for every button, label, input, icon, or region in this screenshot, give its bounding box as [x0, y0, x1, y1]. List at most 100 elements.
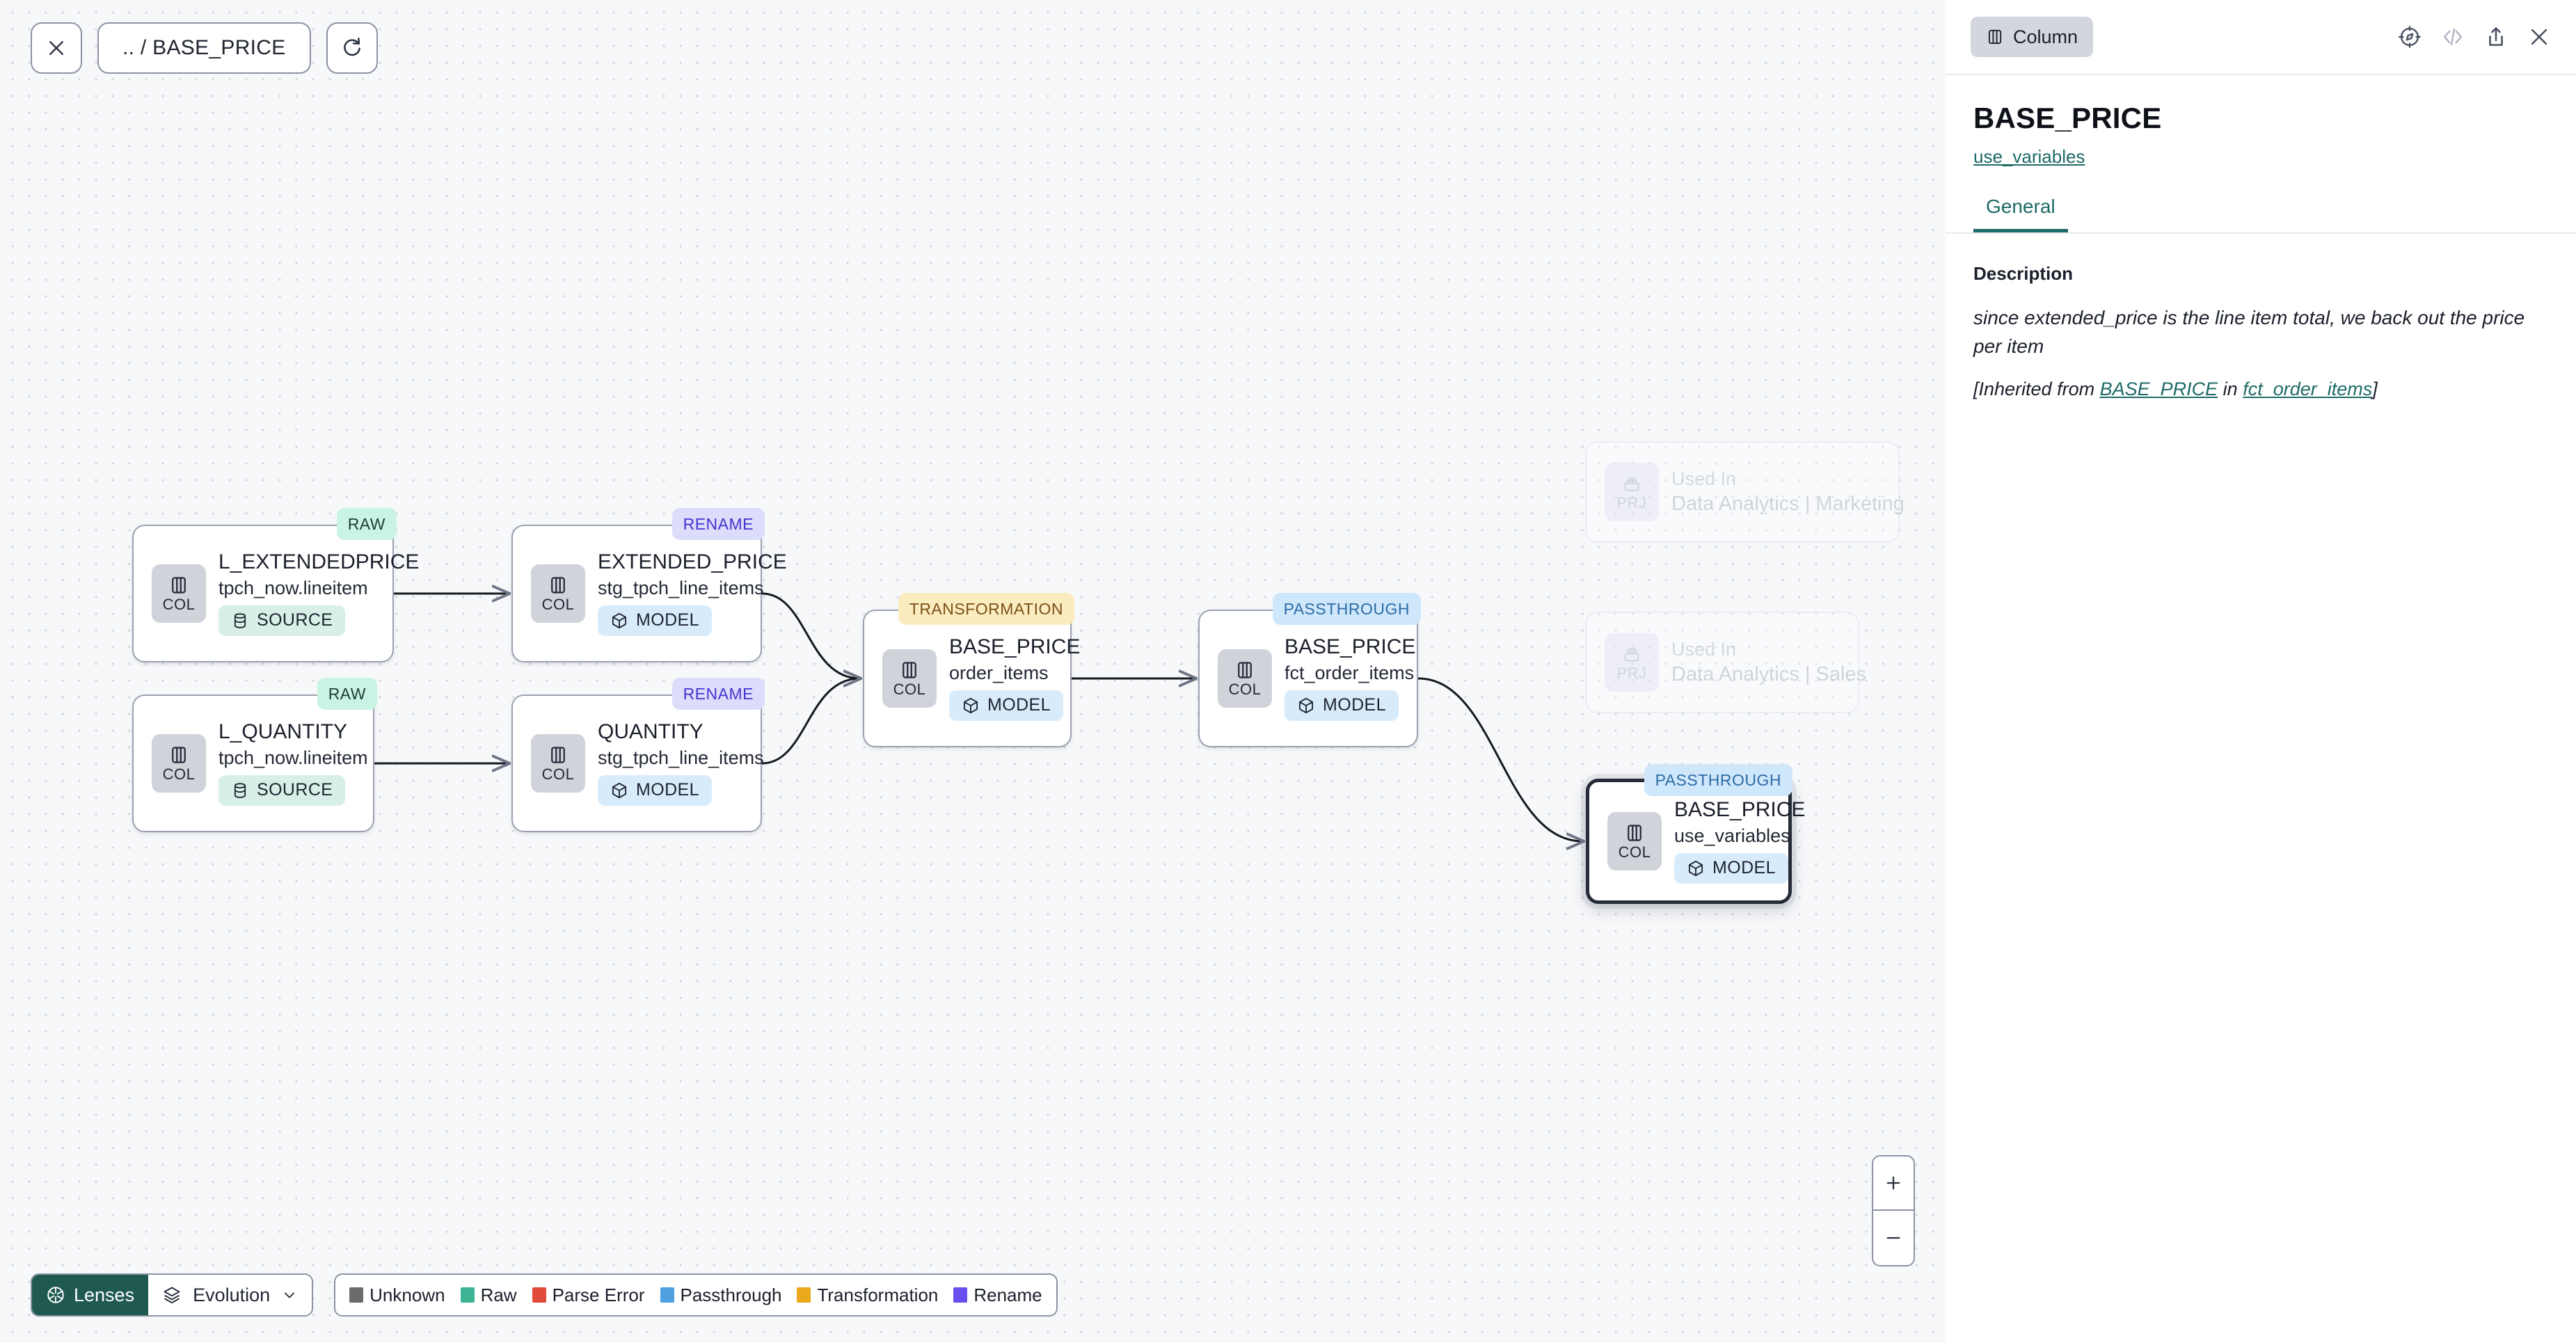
node-asset-badge: MODEL — [1674, 852, 1788, 884]
node-subtitle: tpch_now.lineitem — [218, 747, 368, 768]
inherited-column-link[interactable]: BASE_PRICE — [2099, 379, 2218, 400]
description-text: since extended_price is the line item to… — [1973, 307, 2525, 357]
legend-swatch — [349, 1287, 364, 1303]
legend-label: Parse Error — [552, 1284, 645, 1305]
column-icon — [172, 747, 186, 763]
project-icon — [1624, 648, 1639, 662]
node-asset-label: MODEL — [1323, 695, 1386, 715]
node-type-label: COL — [162, 596, 196, 613]
node-subtitle: fct_order_items — [1285, 662, 1415, 683]
tab-general[interactable]: General — [1973, 196, 2068, 232]
legend-swatch — [660, 1287, 674, 1303]
node-asset-badge: MODEL — [1285, 690, 1399, 721]
inherited-middle: in — [2218, 379, 2243, 400]
node-title: QUANTITY — [598, 720, 703, 744]
column-icon — [551, 577, 565, 594]
code-icon[interactable] — [2441, 25, 2465, 49]
legend-label: Rename — [973, 1284, 1042, 1305]
legend-label: Passthrough — [680, 1284, 782, 1305]
node-asset-badge: MODEL — [598, 605, 712, 636]
canvas-toolbar: .. / BASE_PRICE — [31, 22, 378, 74]
legend-swatch — [953, 1287, 968, 1303]
description-section: Description since extended_price is the … — [1946, 234, 2576, 400]
node-type-chip: PRJ — [1605, 633, 1659, 692]
node-title: BASE_PRICE — [949, 635, 1081, 659]
refresh-icon — [343, 38, 360, 56]
compass-icon[interactable] — [2398, 25, 2422, 49]
node-type-chip: COL — [531, 564, 585, 623]
node-subtitle: Data Analytics | Sales — [1671, 663, 1866, 686]
node-kind-tag: RENAME — [671, 508, 765, 540]
entity-kind-label: Column — [2013, 26, 2078, 47]
column-icon — [1628, 825, 1641, 841]
refresh-button[interactable] — [326, 22, 378, 74]
node-asset-badge: MODEL — [949, 690, 1063, 721]
column-icon — [551, 747, 565, 763]
close-icon[interactable] — [2527, 25, 2551, 49]
parent-model-link[interactable]: use_variables — [1973, 146, 2085, 167]
panel-header-actions — [2398, 25, 2551, 49]
details-panel: Column — [1946, 0, 2576, 1343]
share-icon[interactable] — [2484, 25, 2508, 49]
close-graph-button[interactable] — [31, 22, 82, 74]
node-title: BASE_PRICE — [1285, 635, 1416, 659]
zoom-out-button[interactable] — [1873, 1211, 1914, 1265]
evolution-dropdown[interactable]: Evolution — [148, 1275, 312, 1315]
evolution-label: Evolution — [193, 1284, 271, 1305]
node-asset-badge: SOURCE — [218, 774, 346, 806]
aperture-icon — [47, 1287, 64, 1303]
node-title: L_EXTENDEDPRICE — [218, 550, 420, 574]
breadcrumb[interactable]: .. / BASE_PRICE — [97, 22, 311, 74]
node-type-label: COL — [1618, 843, 1651, 861]
node-type-label: COL — [893, 681, 926, 698]
node-kind-tag: RAW — [336, 508, 397, 540]
lenses-group: Lenses Evolution — [31, 1273, 314, 1317]
node-asset-label: MODEL — [636, 610, 699, 630]
node-subtitle: use_variables — [1674, 825, 1790, 846]
node-type-label: COL — [541, 596, 575, 613]
lenses-button[interactable]: Lenses — [32, 1275, 149, 1315]
zoom-in-button[interactable] — [1873, 1157, 1914, 1211]
entity-kind-pill: Column — [1971, 17, 2094, 57]
column-icon — [1238, 662, 1252, 678]
inherited-model-link[interactable]: fct_order_items — [2243, 379, 2373, 400]
node-subtitle: Data Analytics | Marketing — [1671, 493, 1905, 516]
cube-icon — [612, 612, 627, 629]
layers-icon — [164, 1287, 180, 1304]
node-type-label: PRJ — [1616, 665, 1647, 682]
node-asset-label: SOURCE — [257, 780, 333, 800]
legend-item: Passthrough — [660, 1284, 782, 1306]
node-title: Used In — [1671, 468, 1737, 490]
legend-label: Transformation — [817, 1284, 939, 1305]
legend-item: Unknown — [349, 1285, 445, 1306]
panel-tabs: General — [1946, 168, 2576, 234]
close-icon — [49, 41, 63, 55]
legend-swatch — [460, 1287, 475, 1303]
inherited-suffix: ] — [2372, 379, 2378, 400]
database-icon — [234, 783, 246, 798]
node-title: BASE_PRICE — [1674, 798, 1806, 822]
